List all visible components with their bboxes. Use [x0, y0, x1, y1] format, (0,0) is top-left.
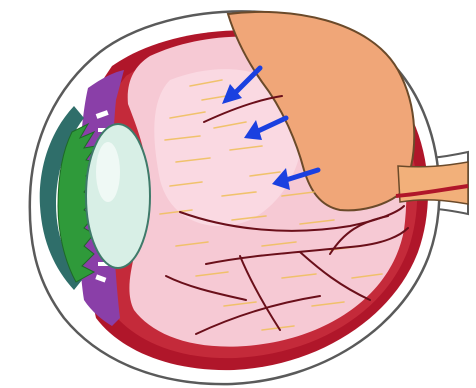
- optic-nerve: [398, 162, 468, 204]
- lens: [86, 124, 150, 268]
- lens-highlight: [96, 142, 120, 202]
